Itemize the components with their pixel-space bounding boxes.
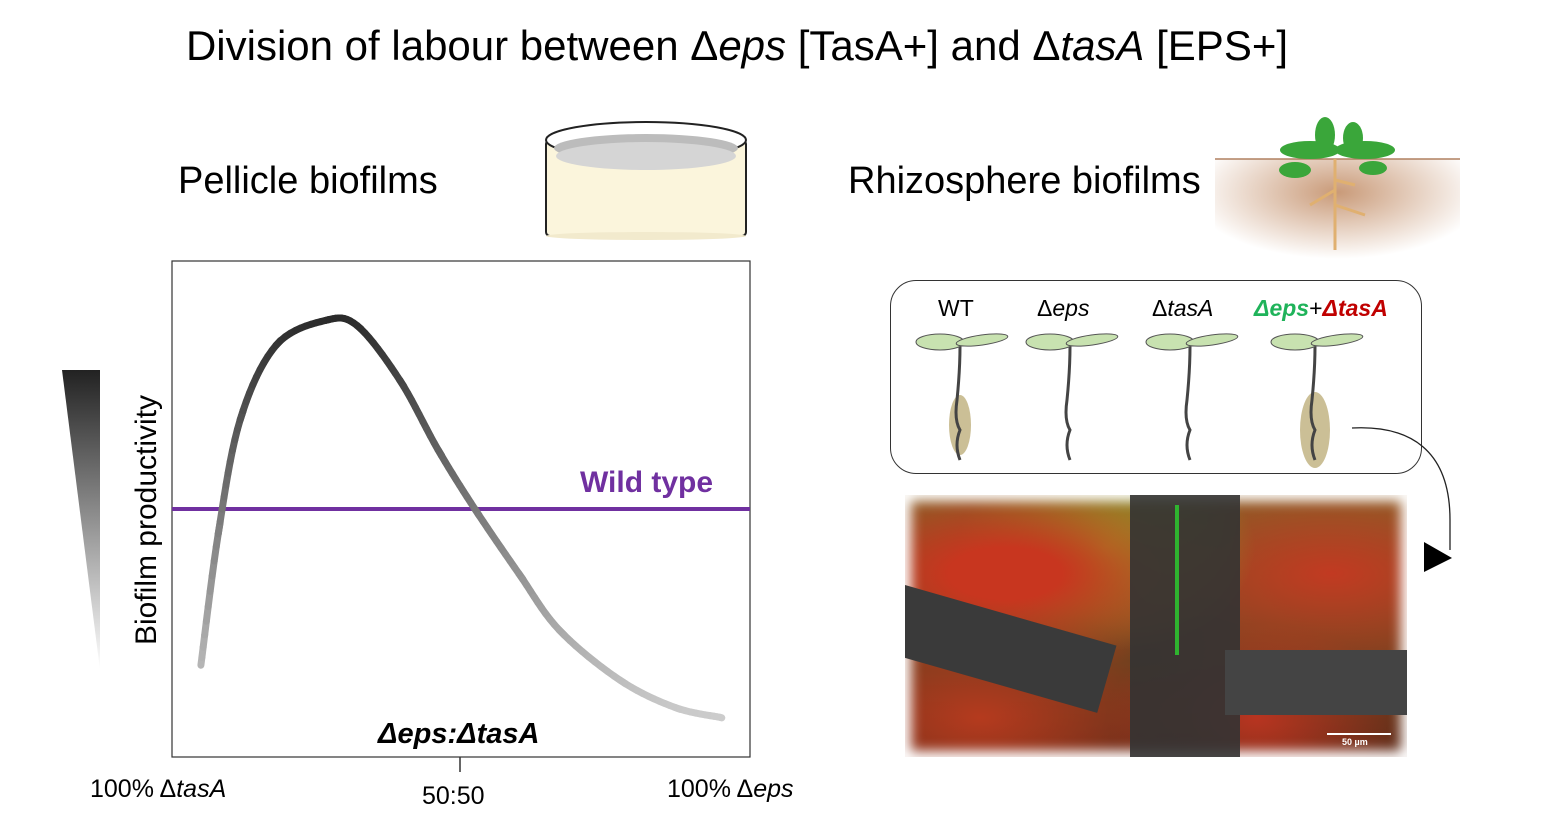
wild-type-label: Wild type [580, 466, 714, 499]
y-axis-title: Biofilm productivity [130, 394, 163, 646]
productivity-gradient-icon [62, 370, 100, 670]
rhizosphere-heading: Rhizosphere biofilms [848, 160, 1201, 202]
pellicle-heading: Pellicle biofilms [178, 160, 438, 202]
pellicle-productivity-chart [62, 260, 751, 772]
label-eps: Δeps [1037, 295, 1090, 321]
seedling-icon [915, 333, 1009, 461]
seedling-icon [1270, 333, 1364, 468]
scale-bar [1327, 733, 1391, 735]
arrow-line [1351, 427, 1451, 550]
seedling-panel [890, 280, 1422, 474]
seedling-icon [1025, 333, 1119, 461]
seedling-icon [1145, 333, 1239, 461]
label-wt: WT [938, 295, 974, 321]
plant-in-soil-icon [1215, 117, 1460, 270]
x-tick-right: 100% Δeps [667, 775, 794, 803]
page-title: Division of labour between Δeps [TasA+] … [185, 22, 1289, 69]
microscopy-image: 50 µm [905, 495, 1407, 757]
label-mix: Δeps+ΔtasA [1254, 295, 1388, 321]
x-axis-title: Δeps:ΔtasA [378, 718, 540, 750]
petri-dish-icon [545, 121, 747, 240]
label-tasa: ΔtasA [1152, 295, 1214, 321]
x-tick-left: 100% ΔtasA [90, 775, 227, 803]
seedlings [915, 333, 1452, 572]
x-tick-mid: 50:50 [422, 782, 485, 810]
scale-bar-label: 50 µm [1342, 737, 1368, 747]
arrow-head-icon [1424, 542, 1452, 572]
